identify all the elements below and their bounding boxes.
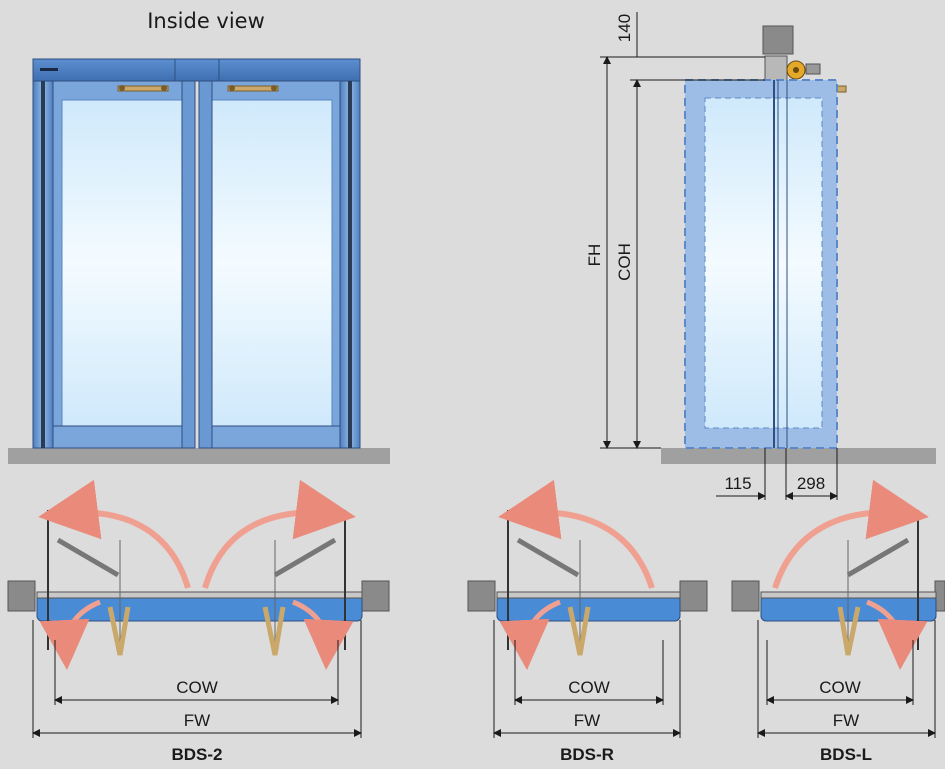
fh-label: FH (585, 244, 604, 267)
plan-bds2: COW FW BDS-2 (7, 479, 390, 764)
front-view-title: Inside view (147, 9, 265, 33)
right-door-leaf (198, 80, 341, 449)
bds2-swing-arrow-left (38, 479, 191, 589)
floor-side (661, 448, 936, 464)
operator-header (32, 58, 361, 82)
front-view: Inside view (8, 9, 390, 464)
coh-label: COH (615, 243, 634, 281)
operator-arm-right (227, 85, 279, 92)
plan-bdsr: COW FW BDS-R (467, 479, 708, 764)
logo-mark (40, 68, 58, 71)
plan-bdsl: COW FW BDS-L (731, 479, 945, 764)
bds2-name: BDS-2 (171, 745, 222, 764)
ceiling-stub (762, 25, 794, 55)
bdsr-swing-arrow (498, 479, 655, 589)
bdsr-name: BDS-R (560, 745, 614, 764)
bds2-cow-label: COW (176, 678, 218, 697)
left-door-leaf (52, 80, 196, 449)
side-view: FH COH 140 115 298 (585, 12, 936, 500)
floor (8, 448, 390, 464)
operator-body (764, 55, 788, 83)
offset-140-label: 140 (615, 14, 634, 42)
bdsl-name: BDS-L (820, 745, 872, 764)
bdsr-fw-label: FW (574, 711, 600, 730)
operator-arm-left (117, 85, 169, 92)
bdsl-cow-label: COW (819, 678, 861, 697)
bdsl-swing-arrow (772, 479, 929, 589)
bds2-swing-arrow-right (202, 479, 356, 589)
offset-115-label: 115 (724, 474, 751, 493)
bds2-fw-label: FW (184, 711, 210, 730)
bdsr-cow-label: COW (568, 678, 610, 697)
bdsl-fw-label: FW (833, 711, 859, 730)
offset-298-label: 298 (797, 474, 825, 493)
